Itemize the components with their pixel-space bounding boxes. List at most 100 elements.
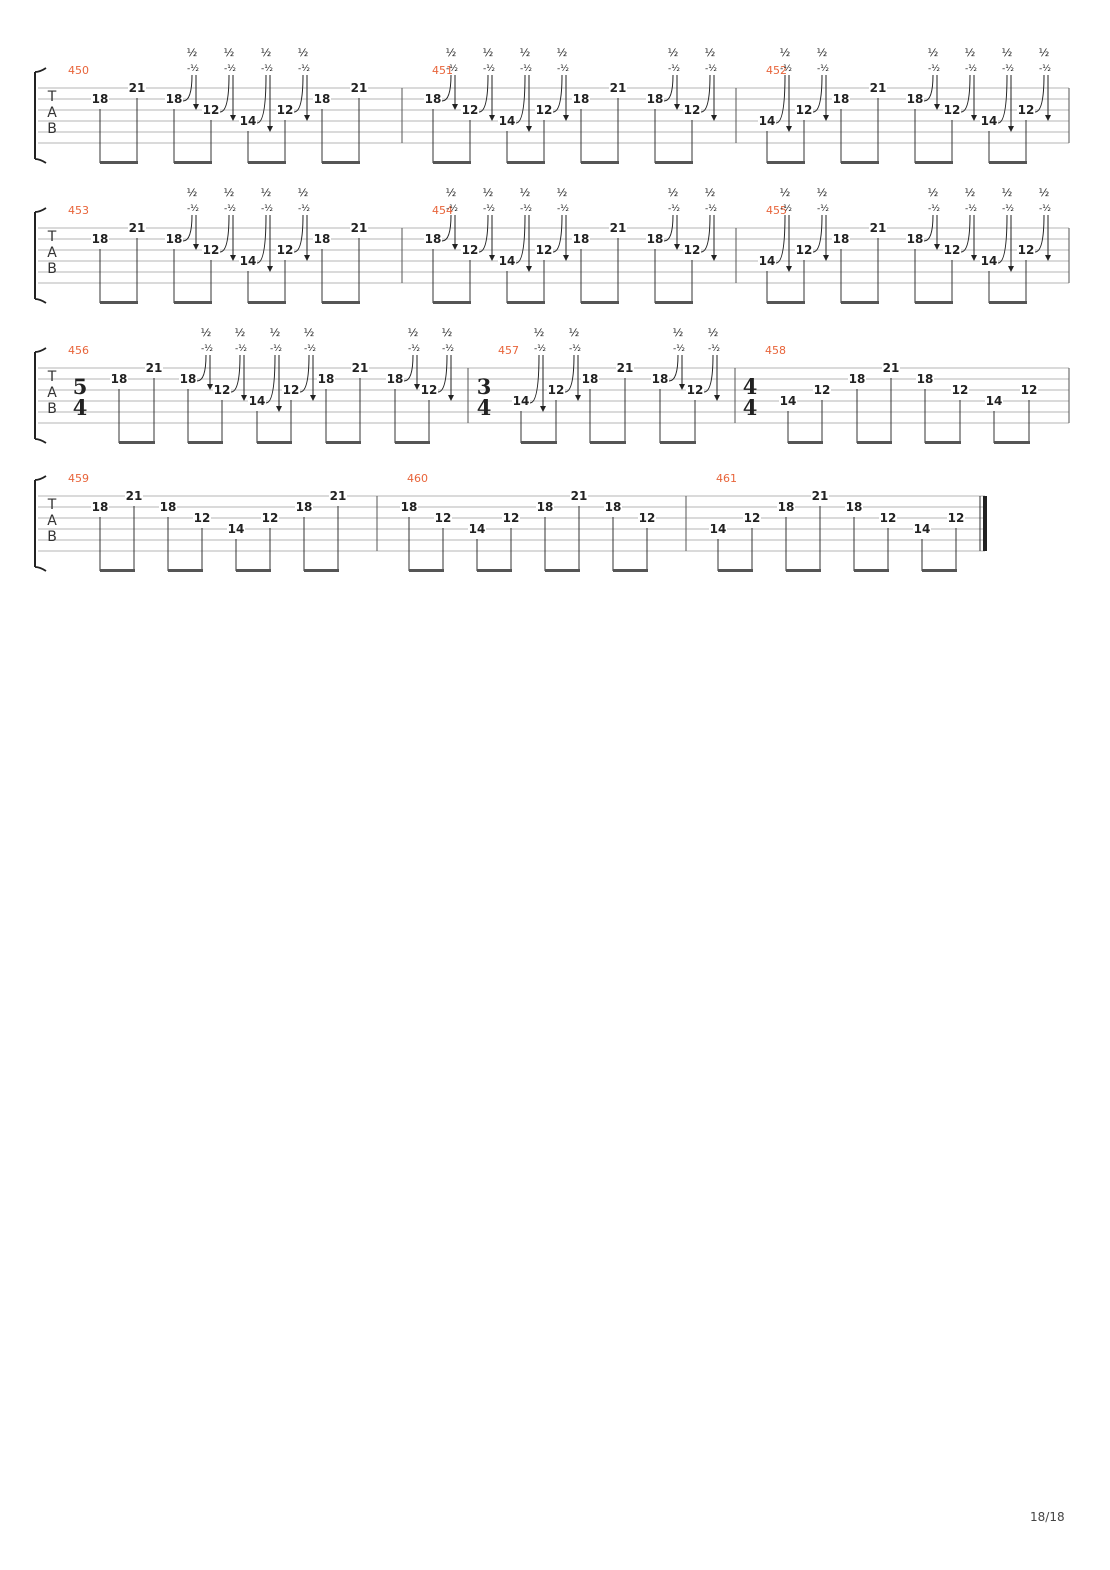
time-signature-top: 3 bbox=[477, 374, 492, 399]
bend-target-label: -½ bbox=[261, 204, 273, 214]
release-arrow bbox=[714, 395, 720, 401]
tab-clef-letter: A bbox=[47, 513, 57, 529]
bend-amount-label: ½ bbox=[534, 326, 545, 339]
bend-amount-label: ½ bbox=[708, 326, 719, 339]
fret-number: 18 bbox=[652, 372, 669, 386]
release-arrow bbox=[823, 255, 829, 261]
bend-curve bbox=[564, 354, 575, 393]
fret-number: 21 bbox=[571, 489, 588, 503]
note-beam bbox=[925, 441, 961, 444]
fret-number: 12 bbox=[194, 511, 211, 525]
fret-number: 12 bbox=[277, 243, 294, 257]
fret-knockout bbox=[125, 490, 143, 503]
fret-knockout bbox=[535, 244, 553, 257]
fret-number: 21 bbox=[870, 81, 887, 95]
fret-knockout bbox=[869, 82, 887, 95]
note-beam bbox=[613, 569, 648, 572]
bend-target-label: -½ bbox=[1039, 204, 1051, 214]
fret-knockout bbox=[609, 82, 627, 95]
note-beam bbox=[581, 301, 619, 304]
fret-number: 12 bbox=[814, 383, 831, 397]
fret-knockout bbox=[420, 384, 438, 397]
note-beam bbox=[433, 161, 471, 164]
release-arrow bbox=[267, 126, 273, 132]
fret-number: 18 bbox=[314, 232, 331, 246]
fret-knockout bbox=[202, 104, 220, 117]
bend-curve bbox=[703, 354, 714, 393]
bend-curve bbox=[960, 74, 971, 113]
fret-number: 12 bbox=[503, 511, 520, 525]
bend-amount-label: ½ bbox=[408, 326, 419, 339]
fret-number: 18 bbox=[180, 372, 197, 386]
measure-number: 458 bbox=[765, 344, 786, 357]
fret-number: 18 bbox=[296, 500, 313, 514]
fret-number: 12 bbox=[203, 243, 220, 257]
bend-amount-label: ½ bbox=[965, 186, 976, 199]
release-arrow bbox=[1008, 126, 1014, 132]
release-arrow bbox=[193, 104, 199, 110]
fret-knockout bbox=[202, 244, 220, 257]
release-arrow bbox=[448, 395, 454, 401]
fret-number: 14 bbox=[513, 394, 530, 408]
fret-number: 18 bbox=[92, 92, 109, 106]
fret-number: 14 bbox=[759, 254, 776, 268]
fret-knockout bbox=[572, 233, 590, 246]
measure-number: 450 bbox=[68, 64, 89, 77]
note-beam bbox=[174, 301, 212, 304]
note-beam bbox=[168, 569, 203, 572]
release-arrow bbox=[540, 406, 546, 412]
fret-number: 18 bbox=[846, 500, 863, 514]
system-bracket-top bbox=[34, 475, 47, 481]
bend-target-label: -½ bbox=[298, 64, 310, 74]
note-beam bbox=[994, 441, 1030, 444]
bend-target-label: -½ bbox=[928, 64, 940, 74]
release-arrow bbox=[230, 255, 236, 261]
fret-knockout bbox=[547, 384, 565, 397]
release-arrow bbox=[934, 104, 940, 110]
note-beam bbox=[788, 441, 823, 444]
fret-knockout bbox=[329, 490, 347, 503]
note-beam bbox=[841, 161, 879, 164]
fret-number: 14 bbox=[499, 114, 516, 128]
fret-knockout bbox=[91, 233, 109, 246]
bend-amount-label: ½ bbox=[817, 46, 828, 59]
fret-number: 12 bbox=[283, 383, 300, 397]
bend-target-label: -½ bbox=[557, 204, 569, 214]
note-beam bbox=[395, 441, 430, 444]
bend-curve bbox=[182, 74, 193, 102]
fret-number: 21 bbox=[351, 81, 368, 95]
bend-amount-label: ½ bbox=[780, 186, 791, 199]
fret-number: 18 bbox=[917, 372, 934, 386]
fret-knockout bbox=[1017, 104, 1035, 117]
note-beam bbox=[507, 161, 545, 164]
bend-amount-label: ½ bbox=[224, 46, 235, 59]
system-bracket-top bbox=[34, 67, 47, 73]
bend-amount-label: ½ bbox=[520, 46, 531, 59]
bend-target-label: -½ bbox=[201, 344, 213, 354]
fret-number: 12 bbox=[214, 383, 231, 397]
bend-target-label: -½ bbox=[817, 204, 829, 214]
bend-target-label: -½ bbox=[780, 64, 792, 74]
measure-number: 460 bbox=[407, 472, 428, 485]
bend-curve bbox=[230, 354, 241, 393]
fret-knockout bbox=[1017, 244, 1035, 257]
note-beam bbox=[304, 569, 339, 572]
fret-knockout bbox=[848, 373, 866, 386]
fret-knockout bbox=[110, 373, 128, 386]
bend-curve bbox=[997, 74, 1008, 124]
fret-number: 18 bbox=[833, 92, 850, 106]
bend-target-label: -½ bbox=[668, 64, 680, 74]
release-arrow bbox=[276, 406, 282, 412]
fret-knockout bbox=[91, 501, 109, 514]
fret-number: 12 bbox=[944, 103, 961, 117]
bend-target-label: -½ bbox=[520, 204, 532, 214]
note-beam bbox=[854, 569, 889, 572]
fret-knockout bbox=[227, 523, 245, 536]
fret-knockout bbox=[813, 384, 831, 397]
time-signature-top: 4 bbox=[743, 374, 758, 399]
fret-knockout bbox=[461, 104, 479, 117]
bend-amount-label: ½ bbox=[1002, 46, 1013, 59]
fret-number: 21 bbox=[883, 361, 900, 375]
bend-target-label: -½ bbox=[298, 204, 310, 214]
note-beam bbox=[100, 301, 138, 304]
